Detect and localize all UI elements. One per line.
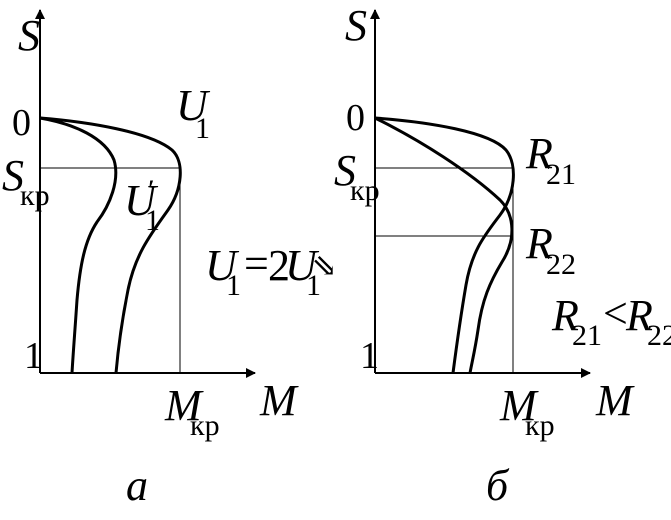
- panel-b-mkr-sub: кр: [525, 409, 555, 442]
- panel-a-rel-suffix: ⇘: [312, 250, 337, 283]
- panel-b: S 0 1 S кр M кр M R 21 R 22 R 21 < R 22 …: [334, 1, 671, 510]
- panel-a-rel-op: =: [244, 239, 269, 288]
- panel-a-u1p-main: U: [124, 176, 159, 225]
- panel-a-tick-zero: 0: [12, 102, 31, 144]
- panel-a-u1-sub: 1: [195, 112, 210, 145]
- panel-a-skr-main: S: [2, 151, 24, 200]
- panel-b-skr-main: S: [334, 146, 356, 195]
- panel-a-curve-u1: [39, 116, 182, 374]
- panel-a-caption: а: [126, 461, 148, 510]
- panel-b-rel-right-main: R: [625, 291, 653, 340]
- panel-a-curve-u1-prime: [39, 116, 118, 374]
- panel-b-curve-r22: [374, 116, 514, 374]
- panel-b-r22-sub: 22: [546, 248, 576, 281]
- panel-b-curve-r21: [374, 116, 515, 374]
- panel-a-u1-main: U: [176, 81, 211, 130]
- panel-a-mkr-sub: кр: [190, 409, 220, 442]
- panel-b-r21-sub: 21: [546, 158, 576, 191]
- panel-b-axis-s-label: S: [345, 1, 367, 50]
- panel-b-r21-main: R: [525, 129, 553, 178]
- panel-a-rel-left-sub: 1: [226, 269, 241, 302]
- panel-b-r22-main: R: [525, 219, 553, 268]
- panel-b-skr-sub: кр: [350, 174, 380, 207]
- panel-b-rel-right-sub: 22: [647, 319, 671, 352]
- panel-b-rel-left-sub: 21: [572, 319, 602, 352]
- panel-a-rel-right-sub: 1: [306, 269, 321, 302]
- panel-b-caption: б: [486, 461, 510, 510]
- panel-b-mkr-main: M: [499, 381, 539, 430]
- panel-a-u1p-mark: ′: [148, 174, 155, 207]
- panel-b-tick-one: 1: [360, 335, 379, 377]
- panel-b-rel-op: <: [603, 289, 628, 338]
- panel-a-rel-right-main: U: [285, 241, 320, 290]
- panel-a-u1p-sub: 1: [145, 204, 160, 237]
- panel-a-rel-left-main: U: [205, 241, 240, 290]
- panel-a: S 0 1 S кр M кр M U 1 U 1 ′ U 1 = 2 U 1 …: [2, 9, 337, 510]
- panel-b-axis-m-label: M: [595, 376, 635, 425]
- panel-b-tick-zero: 0: [346, 97, 365, 139]
- panel-a-tick-one: 1: [24, 335, 43, 377]
- panel-a-mkr-main: M: [164, 381, 204, 430]
- panel-a-axis-m-label: M: [259, 376, 299, 425]
- panel-a-rel-coef: 2: [268, 241, 290, 290]
- panel-a-axis-s-label: S: [18, 11, 40, 60]
- panel-b-rel-left-main: R: [551, 291, 579, 340]
- panel-a-skr-sub: кр: [20, 179, 50, 212]
